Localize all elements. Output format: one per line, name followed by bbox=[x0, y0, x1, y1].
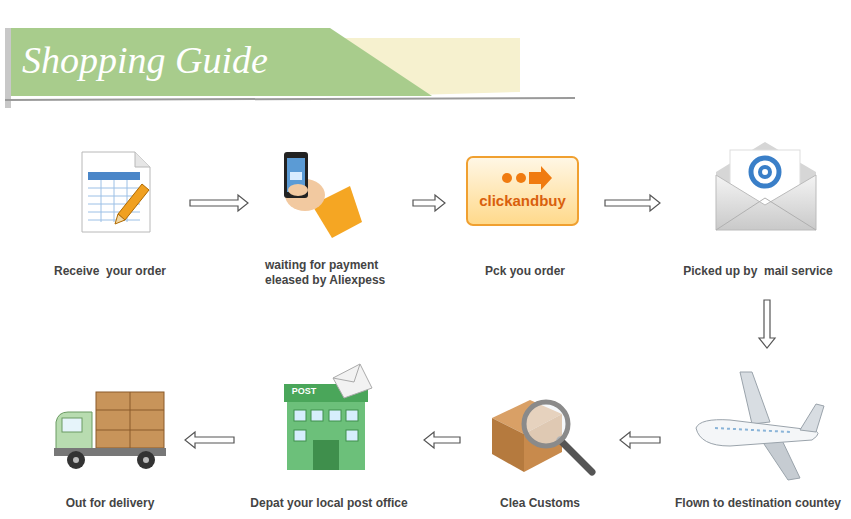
delivery-truck-icon bbox=[54, 392, 166, 469]
flow-arrow bbox=[605, 195, 660, 211]
flow-arrow bbox=[424, 432, 460, 448]
clickandbuy-logo bbox=[467, 157, 578, 225]
sign-text: POST bbox=[284, 386, 324, 396]
payment-phone-icon bbox=[284, 152, 362, 238]
step-caption: Flown to destination countey bbox=[670, 496, 846, 511]
step-node: Receive your order bbox=[40, 140, 180, 282]
order-sheet-icon bbox=[82, 152, 150, 232]
flow-arrow bbox=[413, 195, 445, 211]
step-node: Flown to destination countey bbox=[670, 366, 846, 514]
step-caption: Pck you order bbox=[455, 264, 595, 279]
step-node: Depat your local post office bbox=[244, 376, 414, 514]
flow-arrow bbox=[185, 432, 234, 448]
title: Shopping Guide bbox=[22, 38, 268, 82]
customs-box-icon bbox=[492, 400, 592, 472]
post-office-icon bbox=[284, 364, 372, 470]
step-node: Picked up by mail service bbox=[670, 140, 846, 282]
logo-text: clickandbuy bbox=[467, 192, 578, 209]
mail-envelope-icon bbox=[716, 142, 816, 230]
step-caption: Out for delivery bbox=[45, 496, 175, 511]
step-node: waiting for payment eleased by Aliexpess bbox=[258, 140, 403, 291]
step-caption: Receive your order bbox=[40, 264, 180, 279]
step-caption: Picked up by mail service bbox=[670, 264, 846, 279]
step-node: Pck you order bbox=[455, 140, 595, 282]
step-caption: waiting for payment eleased by Aliexpess bbox=[265, 258, 399, 288]
step-caption: Clea Customs bbox=[470, 496, 610, 511]
flow-arrow bbox=[620, 432, 660, 448]
title-banner bbox=[5, 28, 575, 108]
step-caption: Depat your local post office bbox=[244, 496, 414, 511]
step-node: Out for delivery bbox=[45, 384, 175, 514]
step-node: Clea Customs bbox=[470, 380, 610, 514]
airplane-icon bbox=[696, 372, 824, 480]
flow-arrow bbox=[759, 300, 775, 348]
flow-arrow bbox=[190, 195, 248, 211]
